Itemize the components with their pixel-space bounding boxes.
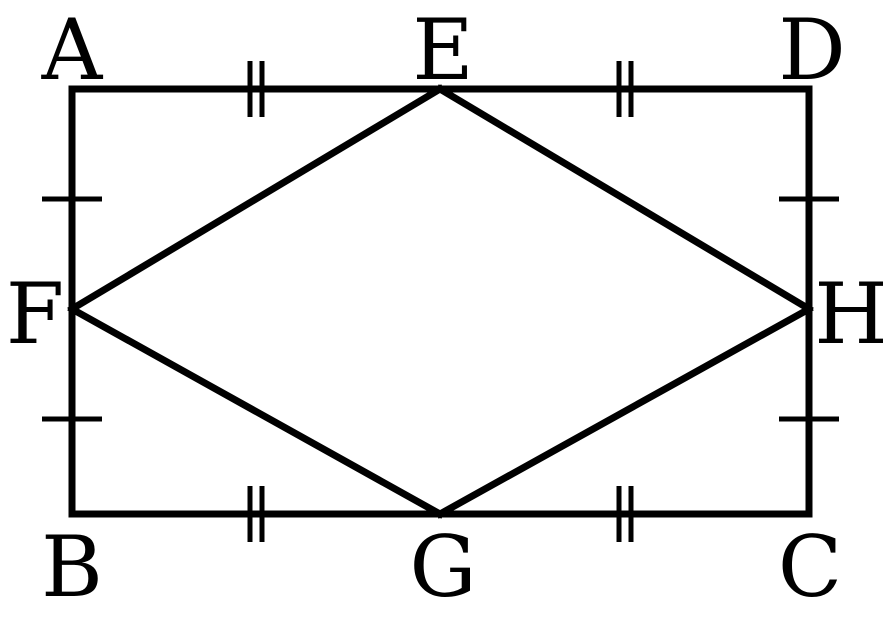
vertex-label-d: D [778,1,845,99]
double-tick-bg [247,486,265,542]
vertex-label-c: C [778,518,842,616]
segment-he [435,84,814,314]
vertex-labels: A E D F H B G C [6,1,888,616]
vertex-label-a: A [41,1,104,99]
segment-ef [67,84,445,314]
rhombus-efgh [67,84,814,519]
single-tick-marks [42,196,839,422]
vertex-label-h: H [814,265,887,363]
segment-gh [435,304,814,519]
vertex-label-b: B [41,518,103,616]
vertex-label-g: G [409,518,476,616]
vertex-label-e: E [412,1,473,99]
double-tick-gc [616,486,634,542]
double-tick-ed [616,61,634,117]
vertex-label-f: F [6,265,64,363]
segment-fg [67,304,445,519]
rectangle-abcd [68,85,813,518]
double-tick-marks [247,61,634,542]
double-tick-ae [247,61,265,117]
